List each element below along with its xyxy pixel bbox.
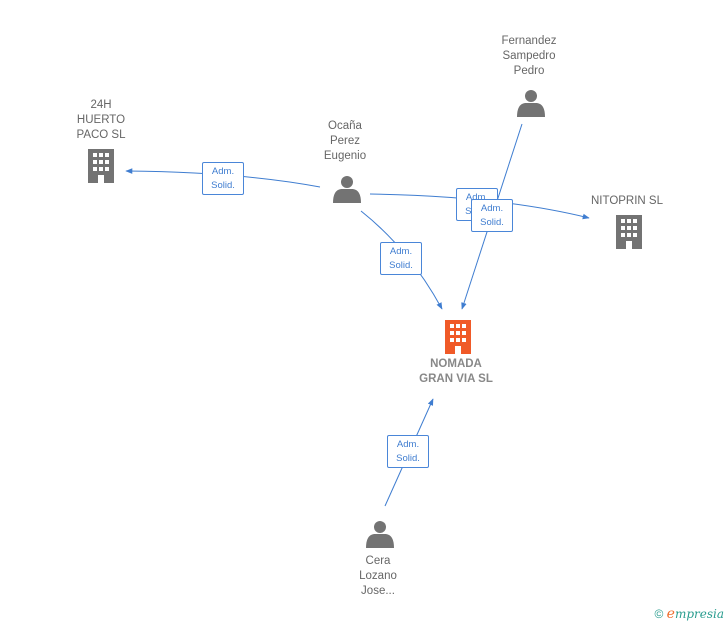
edge-label-ocana-nomada: Adm. Solid.: [380, 242, 422, 275]
building-icon[interactable]: [616, 215, 642, 249]
edge-label-line: Solid.: [396, 453, 420, 464]
building-icon-highlighted[interactable]: [445, 320, 471, 354]
empresia-logo: © empresia: [654, 606, 724, 622]
edge-label-ocana-huerto: Adm. Solid.: [202, 162, 244, 195]
edge-label-line: Solid.: [389, 260, 413, 271]
node-label-nomada-gran-via[interactable]: NOMADA GRAN VIA SL: [419, 358, 493, 385]
person-icon[interactable]: [333, 176, 361, 203]
node-label-24h-huerto-paco[interactable]: 24H HUERTO PACO SL: [76, 99, 126, 141]
brand-e: e: [666, 606, 675, 622]
edge-label-line: Solid.: [211, 180, 235, 191]
edge-label-line: Adm.: [211, 166, 235, 177]
person-icon[interactable]: [517, 90, 545, 117]
copyright-icon: ©: [654, 607, 664, 621]
node-label-cera-lozano-jose[interactable]: Cera Lozano Jose...: [359, 555, 397, 597]
node-label-nitoprin[interactable]: NITOPRIN SL: [591, 195, 663, 207]
edge-label-line: Adm.: [389, 246, 413, 257]
edge-label-cera-nomada: Adm. Solid.: [387, 435, 429, 468]
edge-label-line: Adm.: [396, 439, 420, 450]
node-label-fernandez-sampedro-pedro[interactable]: Fernandez Sampedro Pedro: [501, 35, 557, 77]
edge-label-line: Adm.: [465, 192, 489, 203]
edge-label-fernandez-nomada: Adm. Solid.: [471, 199, 513, 232]
edge-label-line: Adm.: [480, 203, 504, 214]
edge-label-line: Solid.: [480, 217, 504, 228]
building-icon[interactable]: [88, 149, 114, 183]
brand-name: mpresia: [674, 607, 724, 621]
node-label-ocana-perez-eugenio[interactable]: Ocaña Perez Eugenio: [323, 120, 367, 162]
person-icon[interactable]: [366, 521, 394, 548]
